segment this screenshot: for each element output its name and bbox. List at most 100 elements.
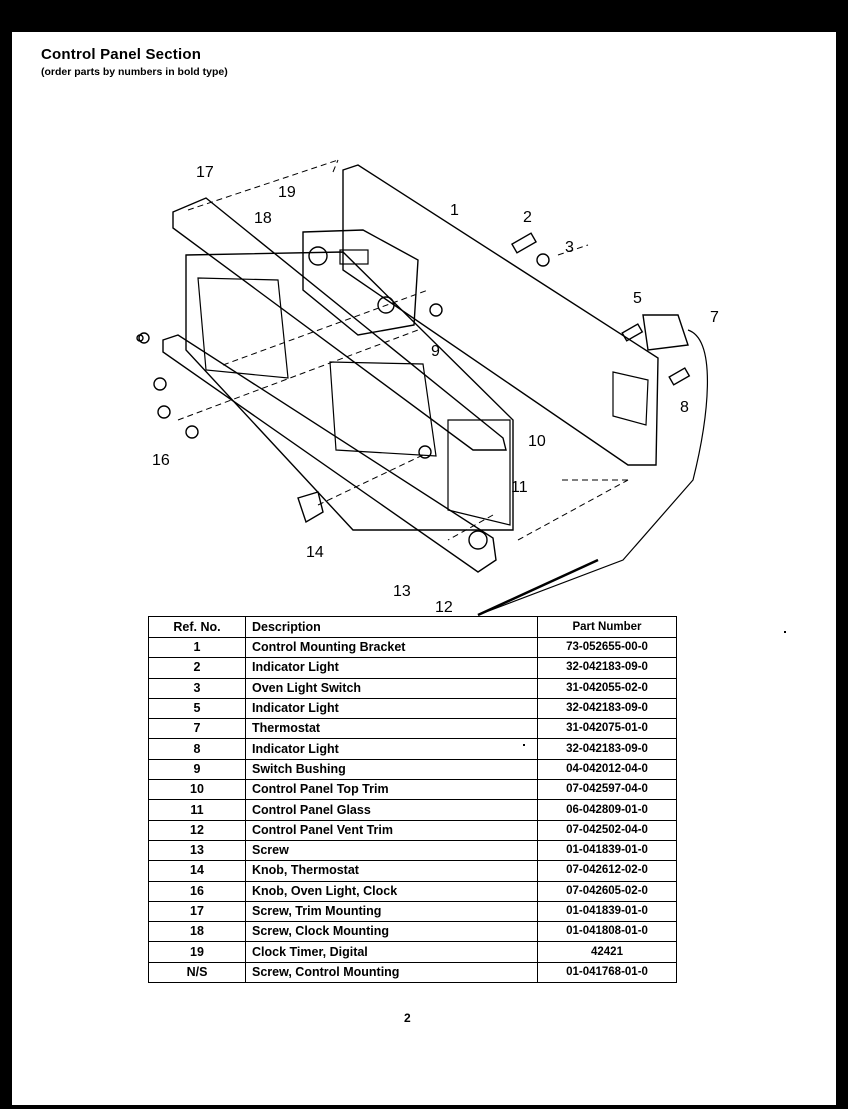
callout-2: 2 <box>523 209 532 226</box>
section-subtitle: (order parts by numbers in bold type) <box>41 66 228 78</box>
header-description: Description <box>245 616 538 638</box>
cell-ref: 2 <box>148 657 246 679</box>
section-title: Control Panel Section <box>41 46 202 63</box>
vent-trim-shape <box>162 334 497 573</box>
cell-part-number: 06-042809-01-0 <box>537 799 677 821</box>
callout-14: 14 <box>306 544 324 561</box>
cell-ref: 12 <box>148 819 246 841</box>
cell-part-number: 42421 <box>537 941 677 963</box>
cell-ref: 18 <box>148 921 246 943</box>
cell-part-number: 07-042612-02-0 <box>537 860 677 882</box>
cell-part-number: 32-042183-09-0 <box>537 738 677 760</box>
cell-description: Control Panel Glass <box>245 799 538 821</box>
cell-ref: 16 <box>148 880 246 902</box>
cell-description: Indicator Light <box>245 738 538 760</box>
cell-part-number: 01-041839-01-0 <box>537 839 677 862</box>
cell-description: Thermostat <box>245 718 538 740</box>
header-ref-no: Ref. No. <box>148 616 246 638</box>
callout-12: 12 <box>435 599 453 616</box>
cell-description: Oven Light Switch <box>245 677 538 699</box>
cell-part-number: 31-042055-02-0 <box>537 677 677 699</box>
cell-part-number: 07-042502-04-0 <box>537 819 677 841</box>
callout-1: 1 <box>450 202 459 219</box>
cell-part-number: 32-042183-09-0 <box>537 697 677 720</box>
control-panel-shape <box>185 251 514 531</box>
page-number: 2 <box>404 1011 411 1025</box>
cell-description: Knob, Thermostat <box>245 860 538 882</box>
cell-part-number: 04-042012-04-0 <box>537 758 677 781</box>
cell-description: Screw, Control Mounting <box>245 961 538 984</box>
cell-description: Indicator Light <box>245 697 538 720</box>
callout-11: 11 <box>511 479 528 496</box>
callout-3: 3 <box>565 239 574 256</box>
cell-description: Knob, Oven Light, Clock <box>245 880 538 902</box>
exploded-parts-diagram: 1 2 3 5 7 8 9 10 11 12 13 14 16 17 18 19 <box>136 159 719 617</box>
cell-part-number: 01-041808-01-0 <box>537 921 677 943</box>
cell-description: Control Panel Vent Trim <box>245 819 538 841</box>
cell-ref: 13 <box>148 839 246 862</box>
cell-description: Screw, Trim Mounting <box>245 900 538 923</box>
cell-part-number: 07-042597-04-0 <box>537 779 677 801</box>
header-part-number: Part Number <box>537 616 677 638</box>
cell-ref: 11 <box>148 799 246 821</box>
callout-18: 18 <box>254 210 272 227</box>
cell-ref: 9 <box>148 758 246 781</box>
callout-7: 7 <box>710 309 719 326</box>
scan-speck <box>784 631 786 633</box>
callout-19: 19 <box>278 184 296 201</box>
cell-ref: 19 <box>148 941 246 963</box>
top-trim-shape <box>172 197 507 451</box>
scan-speck <box>404 14 406 16</box>
cell-part-number: 31-042075-01-0 <box>537 718 677 740</box>
thermostat-knob-shape <box>297 491 324 524</box>
callout-16: 16 <box>152 452 170 469</box>
cell-ref: 3 <box>148 677 246 699</box>
cell-description: Switch Bushing <box>245 758 538 781</box>
cell-description: Screw, Clock Mounting <box>245 921 538 943</box>
cell-description: Control Mounting Bracket <box>245 636 538 659</box>
cell-part-number: 07-042605-02-0 <box>537 880 677 902</box>
clock-timer-shape <box>302 229 419 336</box>
cell-part-number: 73-052655-00-0 <box>537 636 677 659</box>
cell-description: Indicator Light <box>245 657 538 679</box>
cell-ref: 10 <box>148 779 246 801</box>
cell-ref: 8 <box>148 738 246 760</box>
cell-ref: 1 <box>148 636 246 659</box>
callout-10: 10 <box>528 433 546 450</box>
cell-ref: 14 <box>148 860 246 882</box>
thermostat-shape <box>642 314 689 351</box>
callout-5: 5 <box>633 290 642 307</box>
cell-ref: 17 <box>148 900 246 923</box>
cell-ref: 7 <box>148 718 246 740</box>
cell-description: Control Panel Top Trim <box>245 779 538 801</box>
cell-description: Screw <box>245 839 538 862</box>
glass-shape <box>447 419 511 526</box>
cell-part-number: 01-041839-01-0 <box>537 900 677 923</box>
cell-ref: N/S <box>148 961 246 984</box>
callout-9: 9 <box>431 343 440 360</box>
table-header-row: Ref. No. Description Part Number <box>148 616 677 638</box>
callout-13: 13 <box>393 583 411 600</box>
cell-part-number: 01-041768-01-0 <box>537 961 677 984</box>
mounting-bracket-shape <box>342 164 659 466</box>
callout-17: 17 <box>196 164 214 181</box>
cell-description: Clock Timer, Digital <box>245 941 538 963</box>
cell-ref: 5 <box>148 697 246 720</box>
